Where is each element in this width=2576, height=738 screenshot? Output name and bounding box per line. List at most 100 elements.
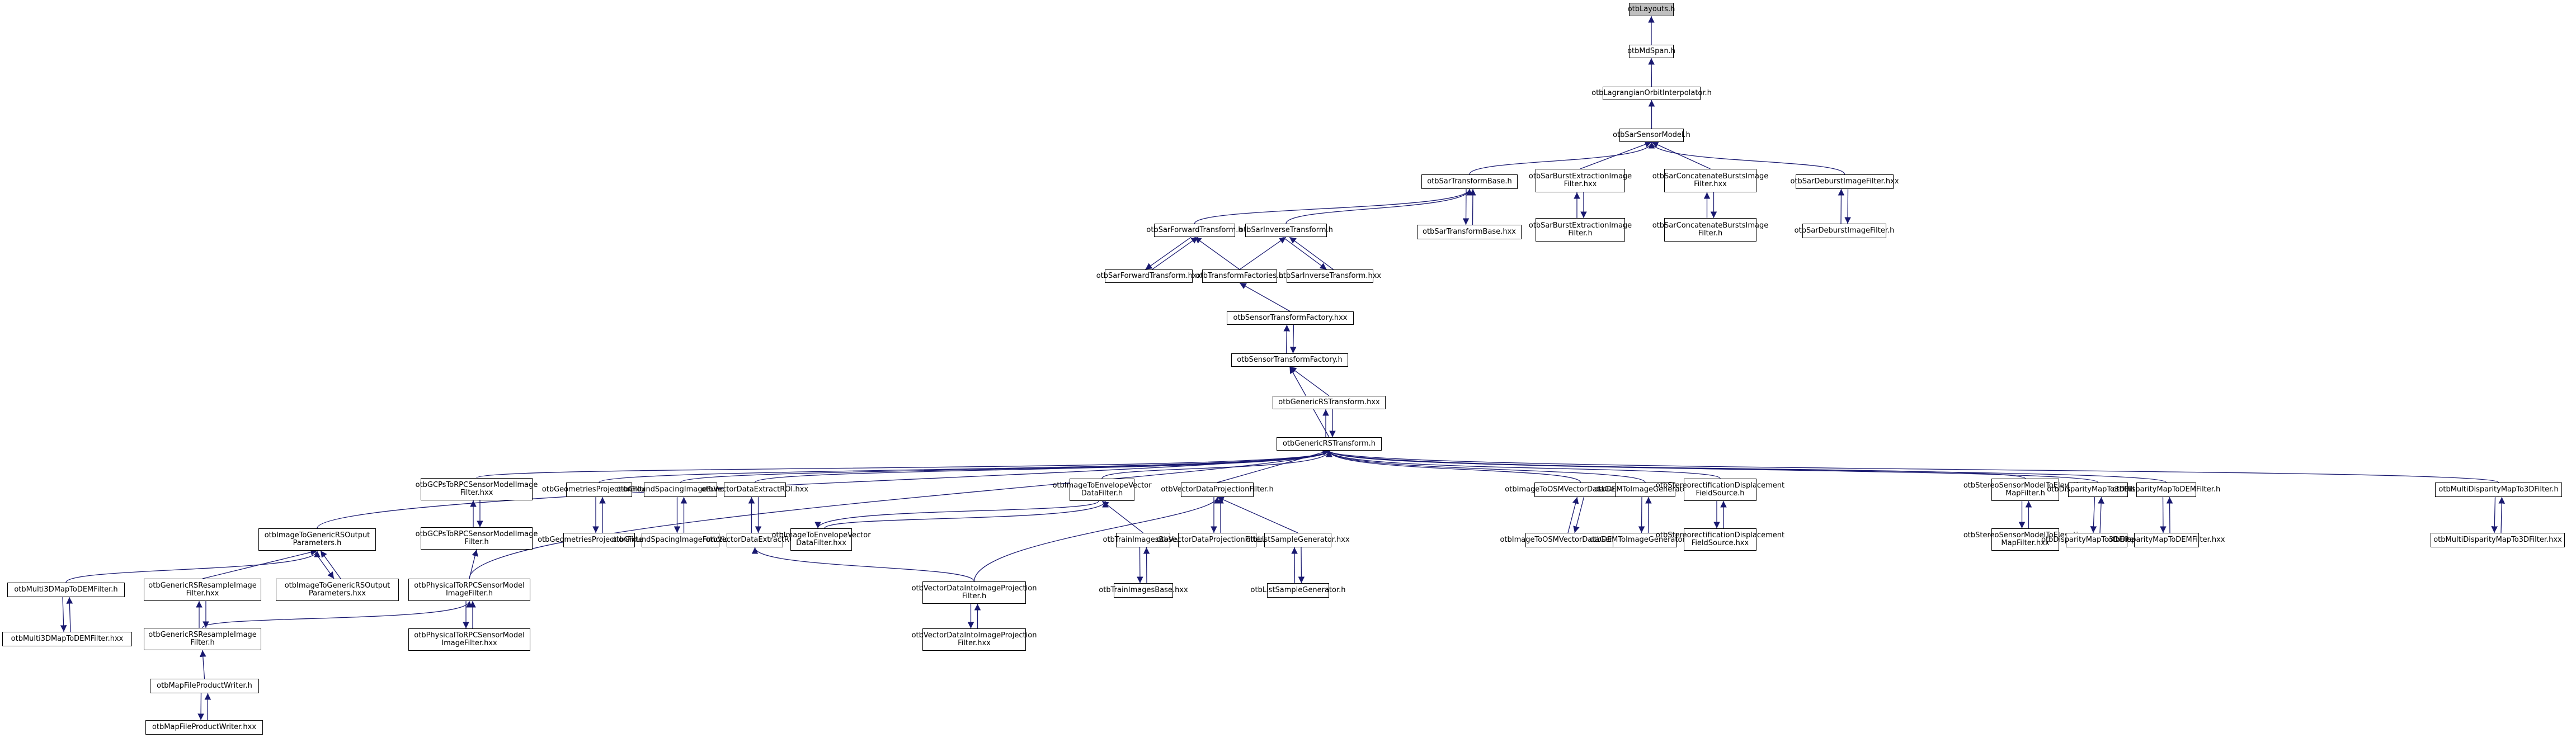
graph-node-vdip-hxx[interactable]: otbVectorDataIntoImageProjection Filter.… — [912, 628, 1037, 651]
graph-node-scb-h[interactable]: otbSarConcatenateBurstsImage Filter.h — [1652, 218, 1768, 242]
edge-sit-hxx-to-sit-h — [1289, 236, 1334, 270]
graph-node-lagr[interactable]: otbLagrangianOrbitInterpolator.h — [1591, 87, 1712, 100]
graph-node-lsg-h[interactable]: otbListSampleGenerator.h — [1251, 583, 1345, 598]
edge-tib-h-to-tib-hxx — [1137, 547, 1143, 584]
graph-node-tf-h[interactable]: otbTransformFactories.h — [1196, 269, 1283, 283]
graph-node-mdm-hxx[interactable]: otbMultiDisparityMapTo3DFilter.hxx — [2431, 533, 2565, 547]
graph-node-prpc-hxx[interactable]: otbPhysicalToRPCSensorModel ImageFilter.… — [408, 628, 530, 651]
graph-node-grsr-h[interactable]: otbGenericRSResampleImage Filter.h — [144, 628, 261, 650]
edge-grsr-h-to-prpc-h — [202, 600, 473, 628]
graph-node-prpc-h[interactable]: otbPhysicalToRPCSensorModel ImageFilter.… — [408, 579, 530, 601]
graph-node-stf-h[interactable]: otbSensorTransformFactory.h — [1231, 353, 1348, 367]
edge-lsg-h-to-lsg-hxx — [1291, 547, 1298, 584]
edge-osm-hxx-to-grs-h — [1326, 450, 1581, 483]
edge-dm3-h-to-grs-h — [1326, 450, 2099, 483]
edge-osm-h-to-osm-hxx — [1567, 496, 1579, 533]
edge-sit-h-to-sit-hxx — [1282, 236, 1327, 270]
edge-dmd-h-to-grs-h — [1326, 450, 2167, 483]
edge-stf-hxx-to-stf-h — [1289, 324, 1297, 354]
graph-node-tib-h[interactable]: otbTrainImagesBase.h — [1103, 533, 1184, 547]
graph-node-gsif-hxx[interactable]: otbGroundSpacingImageFunction.hxx — [612, 533, 749, 547]
edge-grs-hxx-to-stf-h — [1289, 366, 1330, 396]
edge-iev-hxx-to-iev-h — [824, 500, 1109, 529]
graph-node-dm3-hxx[interactable]: otbDisparityMapTo3DFilter.hxx — [2041, 533, 2152, 547]
graph-node-sbe-h[interactable]: otbSarBurstExtractionImage Filter.h — [1529, 218, 1632, 242]
graph-node-vdip-h[interactable]: otbVectorDataIntoImageProjection Filter.… — [912, 581, 1037, 604]
graph-node-dm3-h[interactable]: otbDisparityMapTo3DFilter.h — [2047, 482, 2149, 497]
graph-node-ssm-h[interactable]: otbStereoSensorModelToElevation MapFilte… — [1963, 479, 2087, 501]
graph-node-vder-hxx[interactable]: otbVectorDataExtractROI.hxx — [701, 482, 808, 497]
graph-node-mdm-h[interactable]: otbMultiDisparityMapTo3DFilter.h — [2435, 482, 2562, 497]
edge-mdm-h-to-mdm-hxx — [2491, 496, 2498, 533]
graph-node-gpf-hxx[interactable]: otbGeometriesProjectionFilter.hxx — [538, 533, 661, 547]
graph-node-iev-h[interactable]: otbImageToEnvelopeVector DataFilter.h — [1052, 479, 1152, 501]
graph-node-dem-h[interactable]: otbDEMToImageGenerator.h — [1594, 482, 1696, 497]
graph-node-srd-h[interactable]: otbStereorectificationDisplacement Field… — [1656, 479, 1784, 501]
graph-node-m3d-hxx[interactable]: otbMulti3DMapToDEMFilter.hxx — [2, 632, 132, 646]
graph-node-igo-h[interactable]: otbImageToGenericRSOutput Parameters.h — [258, 528, 376, 551]
graph-node-grsr-hxx[interactable]: otbGenericRSResampleImage Filter.hxx — [144, 579, 261, 601]
graph-node-sdb-hxx[interactable]: otbSarDeburstImageFilter.hxx — [1790, 174, 1899, 189]
edge-m3d-h-to-m3d-hxx — [60, 597, 67, 632]
graph-node-gcp-h[interactable]: otbGCPsToRPCSensorModelImage Filter.h — [416, 527, 538, 550]
graph-node-vdpf-hxx[interactable]: otbVectorDataProjectionFilter.hxx — [1157, 533, 1278, 547]
edge-sft-h-to-stb-h — [1194, 188, 1473, 224]
edge-vder-hxx-to-grs-h — [754, 450, 1332, 483]
graph-node-sit-h[interactable]: otbSarInverseTransform.h — [1239, 224, 1333, 237]
graph-node-scb-hxx[interactable]: otbSarConcatenateBurstsImage Filter.hxx — [1652, 169, 1768, 192]
graph-node-dmd-hxx[interactable]: otbDisparityMapToDEMFilter.hxx — [2108, 533, 2225, 547]
edge-gpf-h-to-grs-h — [599, 450, 1332, 483]
edge-prpc-h-to-grs-h — [469, 450, 1332, 579]
edge-gsif-h-to-grs-h — [680, 450, 1332, 483]
graph-node-mdspan[interactable]: otbMdSpan.h — [1627, 45, 1675, 58]
edge-lsg-hxx-to-vdpf-h — [1217, 496, 1298, 533]
graph-node-grs-h[interactable]: otbGenericRSTransform.h — [1277, 437, 1382, 451]
graph-node-stb-h[interactable]: otbSarTransformBase.h — [1421, 174, 1518, 189]
graph-node-m3d-h[interactable]: otbMulti3DMapToDEMFilter.h — [7, 583, 125, 597]
edge-gcp-hxx-to-grs-h — [476, 450, 1332, 479]
edge-dm3-hxx-to-dm3-h — [2098, 496, 2104, 533]
graph-node-tib-hxx[interactable]: otbTrainImagesBase.hxx — [1099, 583, 1188, 598]
edge-mdm-hxx-to-mdm-h — [2498, 496, 2506, 533]
graph-node-stf-hxx[interactable]: otbSensorTransformFactory.hxx — [1227, 311, 1354, 325]
edge-sbe-hxx-to-sarsm — [1580, 141, 1652, 169]
edge-tf-h-to-sft-h — [1194, 236, 1240, 270]
graph-node-gpf-h[interactable]: otbGeometriesProjectionFilter.h — [542, 482, 656, 497]
graph-node-osm-h[interactable]: otbImageToOSMVectorDataGenerator.h — [1500, 533, 1643, 547]
graph-node-gcp-hxx[interactable]: otbGCPsToRPCSensorModelImage Filter.hxx — [416, 478, 538, 500]
graph-node-srd-hxx[interactable]: otbStereorectificationDisplacement Field… — [1656, 528, 1784, 551]
graph-node-dem-hxx[interactable]: otbDEMToImageGenerator.hxx — [1590, 533, 1700, 547]
graph-node-mfpw-hxx[interactable]: otbMapFileProductWriter.hxx — [145, 720, 263, 735]
graph-node-vder-h[interactable]: otbVectorDataExtractROI.h — [706, 533, 804, 547]
edge-stb-h-to-sarsm — [1469, 141, 1655, 175]
edge-tib-h-to-iev-h — [1101, 500, 1143, 533]
graph-node-iev-hxx[interactable]: otbImageToEnvelopeVector DataFilter.hxx — [771, 528, 871, 551]
graph-node-osm-hxx[interactable]: otbImageToOSMVectorDataGenerator.hxx — [1505, 482, 1656, 497]
edge-igo-h-to-igo-hxx — [313, 550, 335, 579]
graph-node-sarsm[interactable]: otbSarSensorModel.h — [1613, 129, 1690, 142]
graph-node-grs-hxx[interactable]: otbGenericRSTransform.hxx — [1273, 396, 1386, 409]
edge-iev-h-to-grs-h — [1101, 450, 1332, 479]
graph-node-sdb-h[interactable]: otbSarDeburstImageFilter.h — [1795, 224, 1894, 238]
graph-node-sbe-hxx[interactable]: otbSarBurstExtractionImage Filter.hxx — [1529, 169, 1632, 192]
graph-node-ssm-hxx[interactable]: otbStereoSensorModelToElevation MapFilte… — [1963, 528, 2087, 551]
graph-node-sft-h[interactable]: otbSarForwardTransform.h — [1146, 224, 1243, 237]
graph-node-dmd-h[interactable]: otbDisparityMapToDEMFilter.h — [2112, 482, 2220, 497]
edge-srd-h-to-grs-h — [1326, 450, 1721, 479]
edge-grsr-hxx-to-igo-h — [202, 549, 318, 579]
graph-node-sit-hxx[interactable]: otbSarInverseTransform.hxx — [1279, 269, 1381, 283]
edge-lagr-to-mdspan — [1648, 58, 1655, 87]
graph-node-vdpf-h[interactable]: otbVectorDataProjectionFilter.h — [1161, 482, 1274, 497]
graph-node-gsif-h[interactable]: otbGroundSpacingImageFunction.h — [616, 482, 745, 497]
edge-iev-h-to-iev-hxx — [814, 500, 1099, 529]
edge-vdip-h-to-vder-h — [751, 547, 975, 582]
graph-node-mfpw-h[interactable]: otbMapFileProductWriter.h — [150, 679, 259, 693]
edge-scb-hxx-to-sarsm — [1651, 141, 1711, 169]
edge-osm-hxx-to-osm-h — [1573, 496, 1585, 533]
graph-node-stb-hxx[interactable]: otbSarTransformBase.hxx — [1417, 225, 1522, 239]
graph-node-lsg-hxx[interactable]: otbListSampleGenerator.hxx — [1246, 533, 1350, 547]
graph-node-sft-hxx[interactable]: otbSarForwardTransform.hxx — [1096, 269, 1201, 283]
graph-node-igo-hxx[interactable]: otbImageToGenericRSOutput Parameters.hxx — [276, 579, 399, 601]
graph-node-layouts[interactable]: otbLayouts.h — [1628, 3, 1675, 16]
